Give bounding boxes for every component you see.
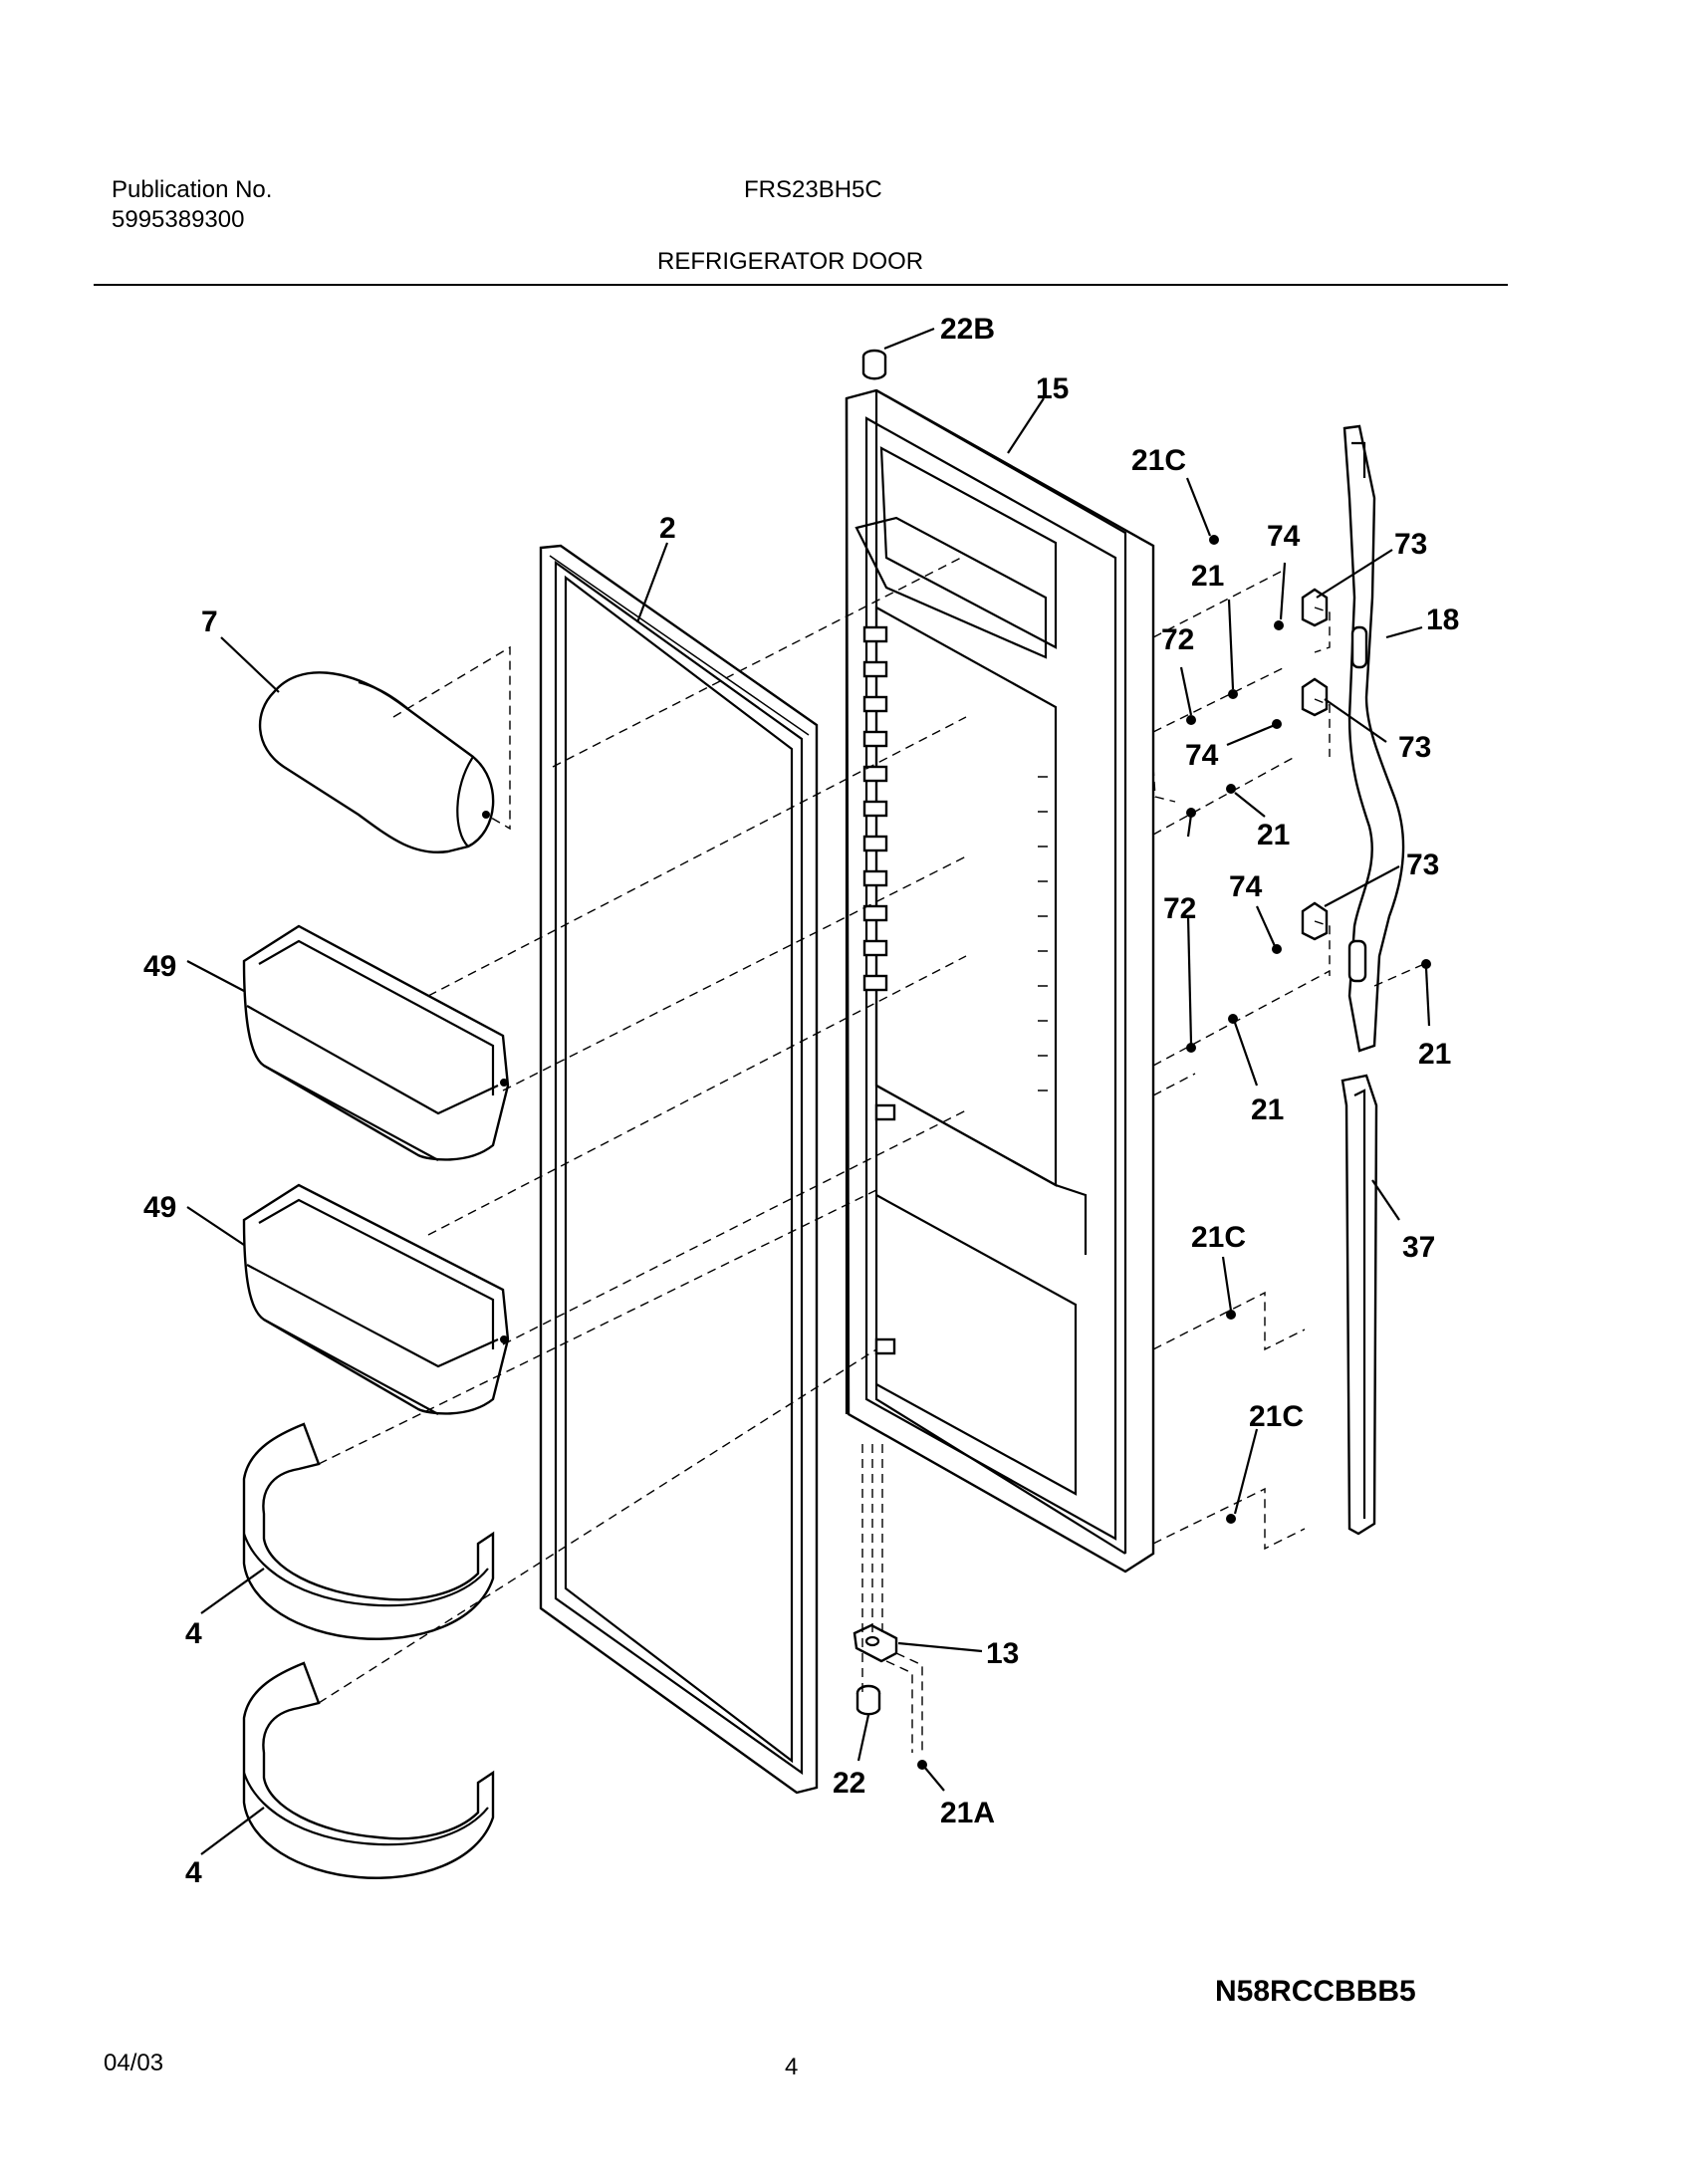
callout-22B: 22B	[940, 313, 995, 346]
page-number: 4	[785, 2054, 799, 2080]
callout-74-b: 74	[1185, 739, 1219, 772]
door-bin-upper-part	[242, 924, 510, 1161]
callout-22: 22	[833, 1767, 865, 1800]
top-hinge-cap-part	[861, 349, 887, 380]
door-bin-lower-part	[242, 1183, 510, 1415]
callout-74-a: 74	[1267, 520, 1301, 553]
callout-21C-mid: 21C	[1191, 1221, 1246, 1254]
callout-21C-top: 21C	[1131, 444, 1186, 477]
publication-label: Publication No.	[112, 176, 273, 203]
door-shelf-lower-part	[242, 1661, 495, 1879]
callout-labels: 22B 15 21C 2 74 73 7 21 18 72 74 73 21 7…	[143, 313, 1459, 1889]
diagram-code: N58RCCBBB5	[1215, 1975, 1416, 2008]
callout-18: 18	[1426, 604, 1459, 636]
footer-date: 04/03	[104, 2050, 164, 2076]
callout-21-b: 21	[1257, 819, 1290, 851]
door-liner-part	[845, 388, 1155, 1574]
callout-73-a: 73	[1394, 528, 1427, 561]
bottom-hinge-bracket-part	[853, 1623, 898, 1663]
callout-13: 13	[986, 1637, 1019, 1670]
door-shelf-upper-part	[242, 1422, 495, 1640]
callout-15: 15	[1036, 372, 1069, 405]
section-title: REFRIGERATOR DOOR	[657, 248, 924, 275]
dairy-bin-part	[259, 671, 495, 853]
callout-49-a: 49	[143, 950, 176, 983]
callout-7: 7	[201, 606, 218, 638]
callout-21-c: 21	[1418, 1038, 1451, 1071]
callout-49-b: 49	[143, 1191, 176, 1224]
callout-72-b: 72	[1163, 892, 1196, 925]
header-divider	[94, 284, 1508, 286]
door-handle-part	[1342, 424, 1405, 1053]
callout-21A: 21A	[940, 1797, 995, 1829]
publication-number: 5995389300	[112, 206, 245, 233]
callout-73-b: 73	[1398, 731, 1431, 764]
bottom-bushing-part	[855, 1684, 881, 1716]
callout-leaders	[186, 327, 1431, 1855]
callout-74-c: 74	[1229, 870, 1263, 903]
model-number: FRS23BH5C	[744, 176, 882, 203]
callout-2: 2	[659, 512, 676, 545]
callout-21-d: 21	[1251, 1093, 1284, 1126]
door-gasket-part	[539, 544, 819, 1795]
callout-72-a: 72	[1161, 623, 1194, 656]
callout-37: 37	[1402, 1231, 1435, 1264]
assembly-guide-lines	[318, 557, 1425, 1753]
handle-trim-part	[1341, 1074, 1378, 1536]
callout-21-a: 21	[1191, 560, 1224, 593]
callout-4-a: 4	[185, 1617, 202, 1650]
callout-4-b: 4	[185, 1856, 202, 1889]
handle-bracket-parts	[1301, 588, 1329, 941]
callout-21C-low: 21C	[1249, 1400, 1304, 1433]
callout-73-c: 73	[1406, 848, 1439, 881]
